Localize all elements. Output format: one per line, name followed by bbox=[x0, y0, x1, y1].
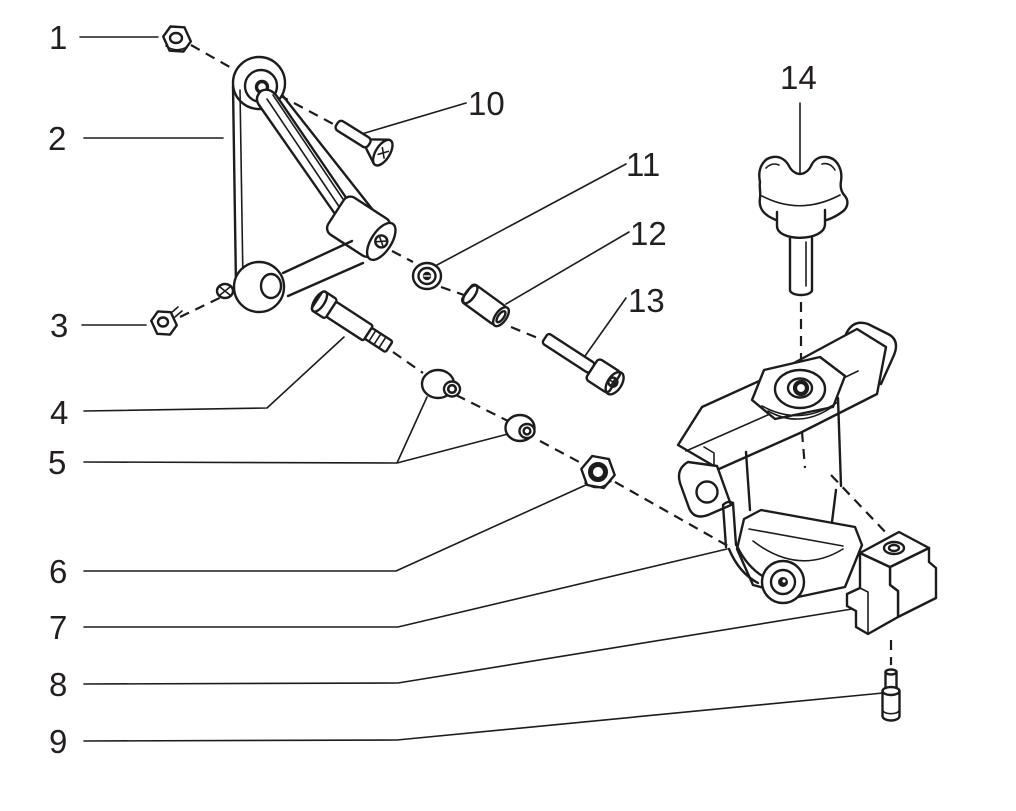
part-2-pivot-bracket bbox=[215, 55, 397, 314]
callout-8: 8 bbox=[49, 666, 68, 703]
callout-2: 2 bbox=[48, 120, 67, 157]
part-10-flat-head-screw bbox=[334, 119, 394, 167]
callout-12: 12 bbox=[630, 215, 667, 252]
part-11-flange-nut bbox=[411, 261, 443, 291]
part-3-flange-screw bbox=[150, 306, 183, 336]
part-12-spacer-sleeve bbox=[460, 283, 511, 328]
part-13-socket-head-screw bbox=[541, 332, 625, 396]
callout-11: 11 bbox=[626, 146, 661, 183]
callout-1: 1 bbox=[49, 19, 68, 56]
callout-9: 9 bbox=[49, 723, 68, 760]
callout-4: 4 bbox=[50, 394, 69, 431]
part-7-pivot-arm-assembly bbox=[676, 321, 898, 605]
part-1-flange-lock-nut bbox=[162, 25, 192, 53]
part-6-lock-nut bbox=[580, 454, 616, 490]
callout-13: 13 bbox=[628, 282, 665, 319]
assembly-centerlines bbox=[179, 44, 893, 665]
callout-5: 5 bbox=[48, 444, 67, 481]
part-5-bushings bbox=[420, 368, 536, 443]
callout-14: 14 bbox=[780, 59, 817, 96]
leader-lines bbox=[79, 36, 884, 742]
part-8-clamp-block bbox=[845, 530, 938, 636]
callout-6: 6 bbox=[49, 553, 68, 590]
part-4-shoulder-bolt bbox=[310, 290, 394, 353]
part-14-star-knob bbox=[758, 155, 849, 297]
callout-3: 3 bbox=[50, 307, 69, 344]
part-9-set-screw bbox=[881, 668, 901, 722]
callout-7: 7 bbox=[49, 609, 68, 646]
callout-10: 10 bbox=[468, 85, 505, 122]
